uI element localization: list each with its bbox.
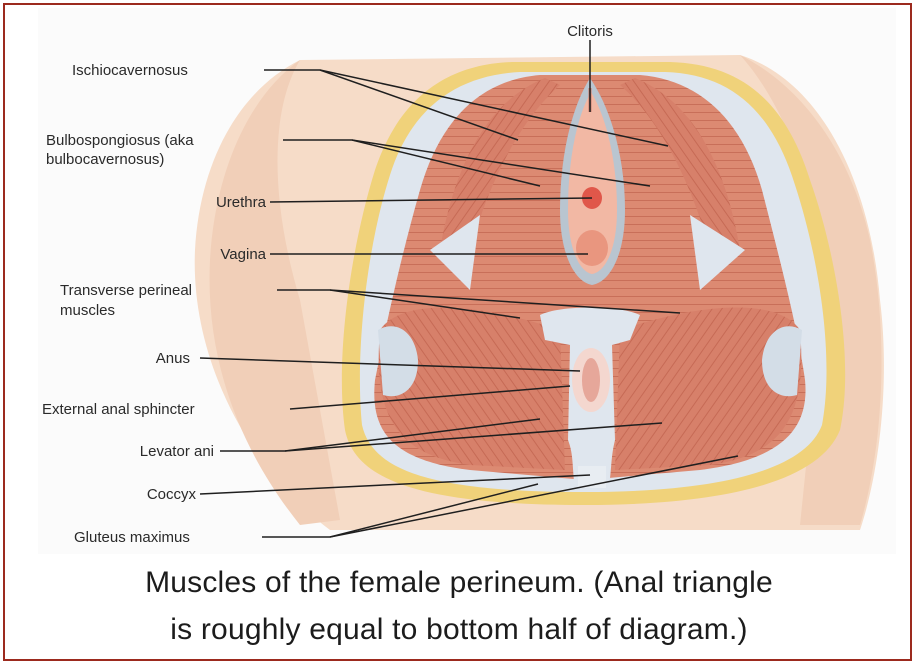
- label-urethra: Urethra: [216, 194, 267, 211]
- caption-line-2: is roughly equal to bottom half of diagr…: [0, 613, 918, 647]
- label-bulbospongiosus-line1: Bulbospongiosus (aka: [46, 132, 194, 149]
- label-coccyx: Coccyx: [147, 486, 197, 503]
- label-anus: Anus: [156, 350, 190, 367]
- label-clitoris: Clitoris: [567, 23, 613, 40]
- label-transverse-line1: Transverse perineal: [60, 282, 192, 299]
- anal-opening: [582, 358, 600, 402]
- label-external-anal-sphincter: External anal sphincter: [42, 401, 195, 418]
- caption-line-1: Muscles of the female perineum. (Anal tr…: [0, 566, 918, 600]
- label-gluteus-maximus: Gluteus maximus: [74, 529, 190, 546]
- label-vagina: Vagina: [220, 246, 266, 263]
- label-transverse-line2: muscles: [60, 302, 115, 319]
- label-bulbospongiosus-line2: bulbocavernosus): [46, 151, 164, 168]
- label-ischiocavernosus: Ischiocavernosus: [72, 62, 188, 79]
- vaginal-opening: [576, 230, 608, 266]
- label-levator-ani: Levator ani: [140, 443, 214, 460]
